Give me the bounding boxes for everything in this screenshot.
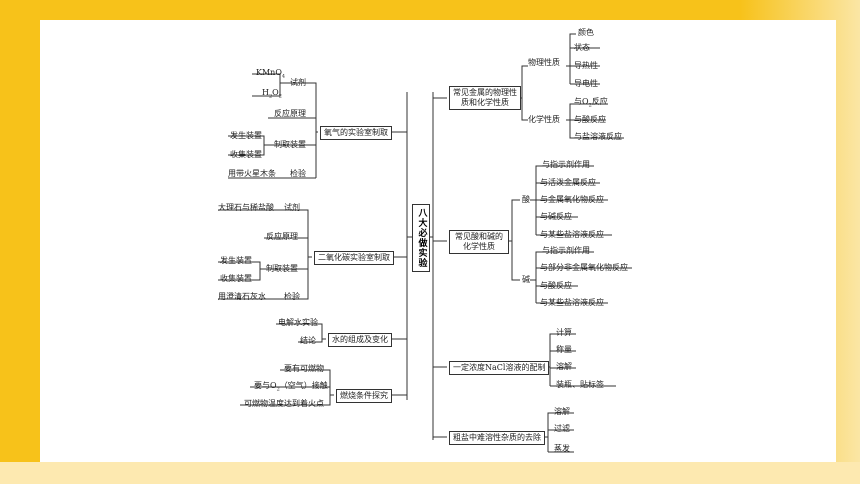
oxygen-principle: 反应原理 [274, 109, 306, 118]
co2-reagent: 试剂 [284, 203, 300, 212]
metal-c1: 与O2反应 [574, 97, 608, 109]
center-node: 八大必做实验 [412, 204, 430, 272]
salt-title: 粗盐中难溶性杂质的去除 [449, 431, 545, 445]
co2-reagent-item: 大理石与稀盐酸 [218, 203, 274, 212]
acid-5: 与某些盐溶液反应 [540, 230, 604, 239]
metal-c2: 与酸反应 [574, 115, 606, 124]
nacl-s4: 装瓶、贴标签 [556, 380, 604, 389]
acidbase-title: 常见酸和碱的化学性质 [449, 230, 509, 254]
oxygen-test: 检验 [290, 169, 306, 178]
salt-s1: 溶解 [554, 407, 570, 416]
burn-title: 燃烧条件探究 [336, 389, 392, 403]
co2-title: 二氧化碳实验室制取 [314, 251, 394, 265]
co2-col: 收集装置 [220, 274, 252, 283]
acid-1: 与指示剂作用 [542, 160, 590, 169]
co2-test: 检验 [284, 292, 300, 301]
co2-principle: 反应原理 [266, 232, 298, 241]
nacl-s3: 溶解 [556, 362, 572, 371]
co2-gen: 发生装置 [220, 256, 252, 265]
oxygen-h2o2: H2O2 [262, 88, 282, 100]
water-exp: 电解水实验 [278, 318, 318, 327]
metal-title: 常见金属的物理性质和化学性质 [449, 86, 521, 110]
oxygen-kmno4: KMnO4 [256, 68, 286, 80]
oxygen-title: 氧气的实验室制取 [320, 126, 392, 140]
oxygen-test-item: 用带火星木条 [228, 169, 276, 178]
burn-cond-1: 要有可燃物 [284, 364, 324, 373]
acid-3: 与金属氧化物反应 [540, 195, 604, 204]
metal-p3: 导热性 [574, 61, 598, 70]
oxygen-col: 收集装置 [230, 150, 262, 159]
oxygen-gen: 发生装置 [230, 131, 262, 140]
base-1: 与指示剂作用 [542, 246, 590, 255]
metal-p2: 状态 [574, 43, 590, 52]
metal-c3: 与盐溶液反应 [574, 132, 622, 141]
nacl-title: 一定浓度NaCl溶液的配制 [449, 361, 550, 375]
acid-4: 与碱反应 [540, 212, 572, 221]
acid-label: 酸 [522, 195, 530, 204]
base-3: 与酸反应 [540, 281, 572, 290]
base-label: 碱 [522, 275, 530, 284]
base-2: 与部分非金属氧化物反应 [540, 263, 628, 272]
nacl-s2: 称量 [556, 345, 572, 354]
salt-s2: 过滤 [554, 424, 570, 433]
water-conclusion: 结论 [300, 336, 316, 345]
metal-p4: 导电性 [574, 79, 598, 88]
metal-phys: 物理性质 [528, 58, 560, 67]
nacl-s1: 计算 [556, 328, 572, 337]
bottom-band [0, 462, 860, 484]
metal-p1: 颜色 [578, 28, 594, 37]
water-title: 水的组成及变化 [328, 333, 392, 347]
co2-test-item: 用澄清石灰水 [218, 292, 266, 301]
oxygen-apparatus: 制取装置 [274, 140, 306, 149]
acid-2: 与活泼金属反应 [540, 178, 596, 187]
burn-cond-3: 可燃物温度达到着火点 [244, 399, 324, 408]
base-4: 与某些盐溶液反应 [540, 298, 604, 307]
co2-apparatus: 制取装置 [266, 264, 298, 273]
oxygen-reagent: 试剂 [290, 78, 306, 87]
burn-cond-2: 要与O2（空气）接触 [254, 381, 328, 393]
metal-chem: 化学性质 [528, 115, 560, 124]
salt-s3: 蒸发 [554, 444, 570, 453]
